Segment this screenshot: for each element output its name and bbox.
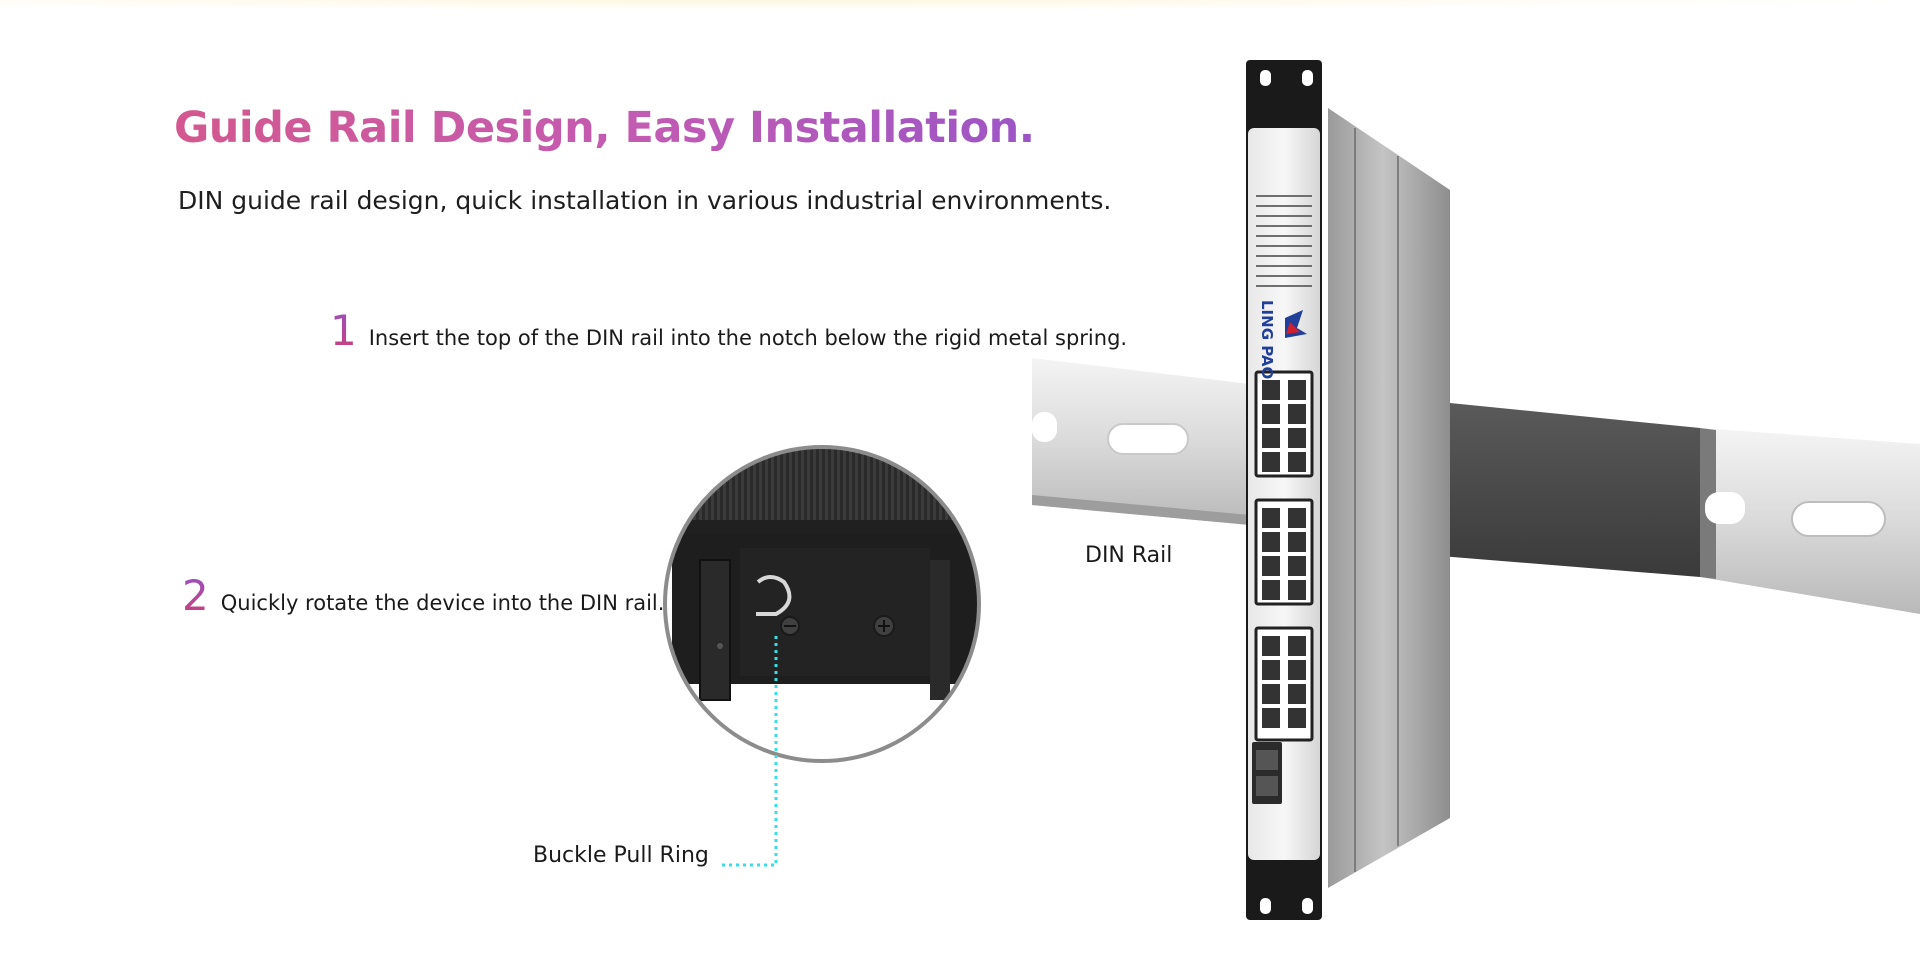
device-brand: LING PAO [1258,300,1276,379]
step-1: 1 Insert the top of the DIN rail into th… [330,310,1127,352]
top-glow [0,0,1920,10]
rj45-port-block-2 [1254,498,1314,606]
page-title: Guide Rail Design, Easy Installation. [174,103,1035,153]
step-2-number: 2 [182,571,209,620]
buckle-pull-ring-label: Buckle Pull Ring [533,843,709,868]
step-2-text: Quickly rotate the device into the DIN r… [220,591,665,615]
din-rail [1032,358,1920,614]
step-2: 2 Quickly rotate the device into the DIN… [182,575,664,617]
page-subtitle: DIN guide rail design, quick installatio… [178,186,1112,215]
step-1-number: 1 [330,306,357,355]
step-1-text: Insert the top of the DIN rail into the … [368,326,1128,350]
rj45-port-block-3 [1254,626,1314,742]
din-rail-label: DIN Rail [1085,543,1173,568]
sfp-ports [1252,742,1282,804]
rj45-port-block-1 [1254,370,1314,478]
ethernet-switch [1246,60,1450,920]
detail-zoom [663,445,981,763]
